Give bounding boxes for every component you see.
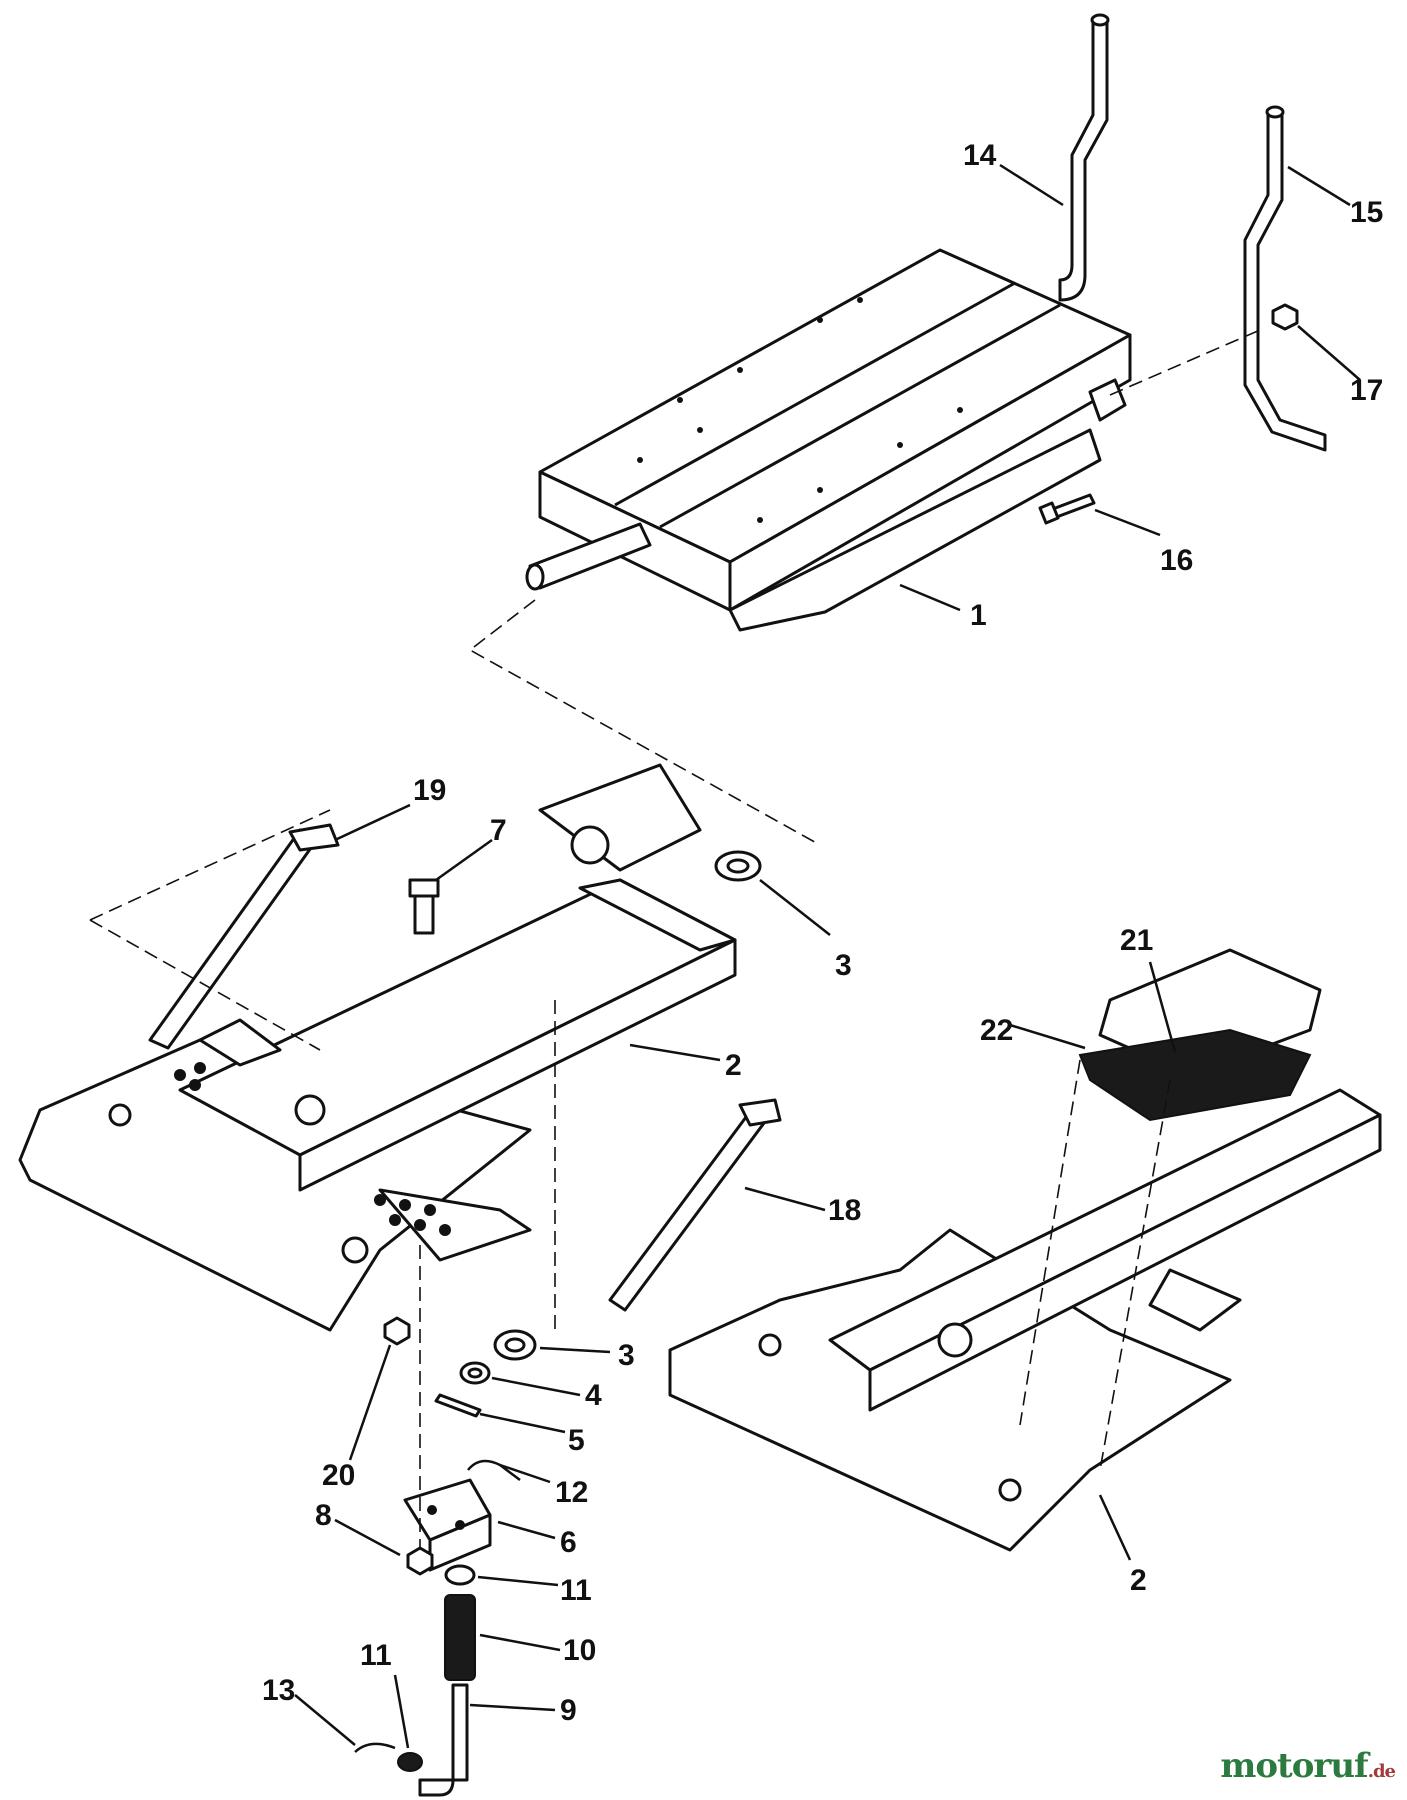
seat-base-left-part — [18, 763, 737, 1332]
seat-frame-part — [525, 248, 1132, 632]
assembly-line — [1109, 329, 1261, 396]
callout-18: 18 — [828, 1194, 861, 1227]
washer-11-lower-part — [397, 1752, 423, 1772]
cotter-pin-5-part — [434, 1393, 482, 1418]
callout-14: 14 — [963, 139, 997, 172]
clip-12-part — [467, 1459, 521, 1481]
washer-4-part — [459, 1361, 491, 1385]
watermark-main: motoruf — [1220, 1746, 1368, 1786]
seat-mat-22-part — [1078, 1028, 1312, 1122]
callout-5: 5 — [568, 1424, 585, 1457]
assembly-line — [468, 599, 821, 846]
callout-11-upper: 11 — [560, 1574, 592, 1607]
spring-10-part — [444, 1594, 476, 1681]
leader-lines — [294, 163, 1361, 1749]
watermark-tld: .de — [1367, 1761, 1396, 1782]
callout-21: 21 — [1120, 924, 1153, 957]
callout-6: 6 — [560, 1526, 577, 1559]
brace-19-part — [148, 823, 340, 1050]
bushing-3-lower-part — [493, 1329, 537, 1361]
callout-10: 10 — [563, 1634, 596, 1667]
callout-3-lower: 3 — [618, 1339, 635, 1372]
clip-13-part — [354, 1742, 396, 1753]
callout-15: 15 — [1350, 196, 1383, 229]
washer-11-upper-part — [444, 1564, 476, 1586]
callout-17: 17 — [1350, 374, 1383, 407]
callout-3-upper: 3 — [835, 949, 852, 982]
callout-12: 12 — [555, 1476, 588, 1509]
callout-1: 1 — [970, 599, 987, 632]
callout-13: 13 — [262, 1674, 295, 1707]
seat-rod-left-part — [1058, 13, 1110, 302]
callout-9: 9 — [560, 1694, 577, 1727]
watermark-logo: motoruf.de — [1220, 1746, 1396, 1786]
callout-2-right: 2 — [1130, 1564, 1147, 1597]
callout-20: 20 — [322, 1459, 355, 1492]
seat-base-right-part — [668, 1088, 1382, 1552]
nut-20-part — [383, 1316, 411, 1346]
callout-7: 7 — [490, 814, 507, 847]
bushing-3-upper-part — [714, 850, 762, 882]
assembly-line — [89, 919, 321, 1051]
callout-16: 16 — [1160, 544, 1193, 577]
pin-9-part — [418, 1683, 469, 1797]
nut-17-part — [1271, 303, 1299, 331]
callout-8: 8 — [315, 1499, 332, 1532]
assembly-line — [1099, 1079, 1171, 1471]
callout-2-left: 2 — [725, 1049, 742, 1082]
brace-18-part — [608, 1098, 782, 1312]
bolt-16-part — [1038, 493, 1096, 525]
bolt-7-part — [408, 878, 440, 935]
callout-11-lower: 11 — [360, 1639, 392, 1672]
assembly-line — [89, 809, 331, 921]
callout-19: 19 — [413, 774, 446, 807]
seat-rod-right-part — [1243, 105, 1327, 452]
callout-4: 4 — [585, 1379, 602, 1412]
nut-8-part — [406, 1546, 434, 1576]
callout-22: 22 — [980, 1014, 1013, 1047]
callout-labels: 1 2 2 3 3 4 5 6 7 8 9 10 11 11 12 13 14 … — [262, 139, 1383, 1727]
